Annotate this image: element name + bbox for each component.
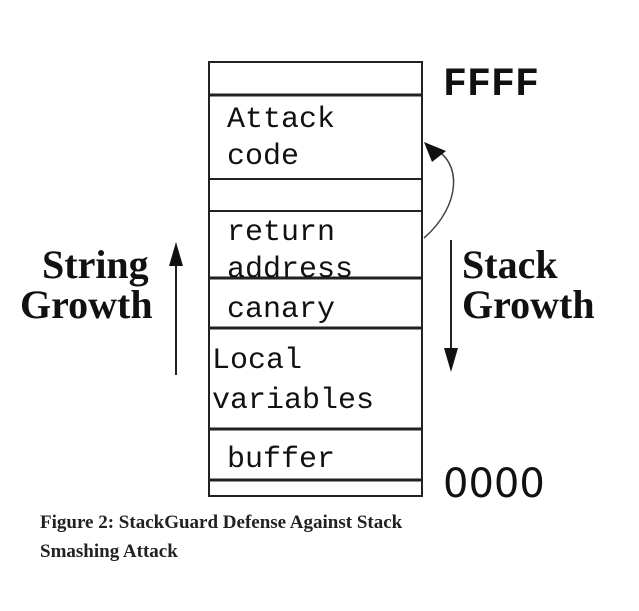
string-growth-arrowhead: [169, 242, 183, 266]
local-variables-label-line1: Local: [212, 344, 302, 378]
return-address-label-line2: address: [227, 253, 353, 287]
string-growth-label-line1: String: [42, 242, 149, 287]
high-address-label: FFFF: [443, 63, 539, 108]
stack-growth-label-line1: Stack: [462, 242, 558, 287]
return-to-attack-arrow: [423, 147, 455, 239]
return-to-attack-arrowhead: [424, 142, 446, 162]
caption-line1: Figure 2: StackGuard Defense Against Sta…: [40, 512, 403, 533]
attack-code-label-line2: code: [227, 140, 299, 174]
figure-caption: Figure 2: StackGuard Defense Against Sta…: [40, 508, 620, 566]
attack-code-label-line1: Attack: [227, 103, 335, 137]
buffer-label: buffer: [227, 443, 335, 477]
low-address-label: 0000: [443, 461, 545, 507]
return-address-label-line1: return: [227, 216, 335, 250]
canary-label: canary: [227, 293, 335, 327]
caption-line2: Smashing Attack: [40, 541, 178, 562]
stack-growth-arrowhead: [444, 348, 458, 372]
stack-column: Attack code return address canary Local …: [208, 61, 423, 497]
stack-growth-label-line2: Growth: [462, 282, 595, 327]
local-variables-label-line2: variables: [212, 384, 374, 418]
string-growth-label-line2: Growth: [20, 282, 153, 327]
